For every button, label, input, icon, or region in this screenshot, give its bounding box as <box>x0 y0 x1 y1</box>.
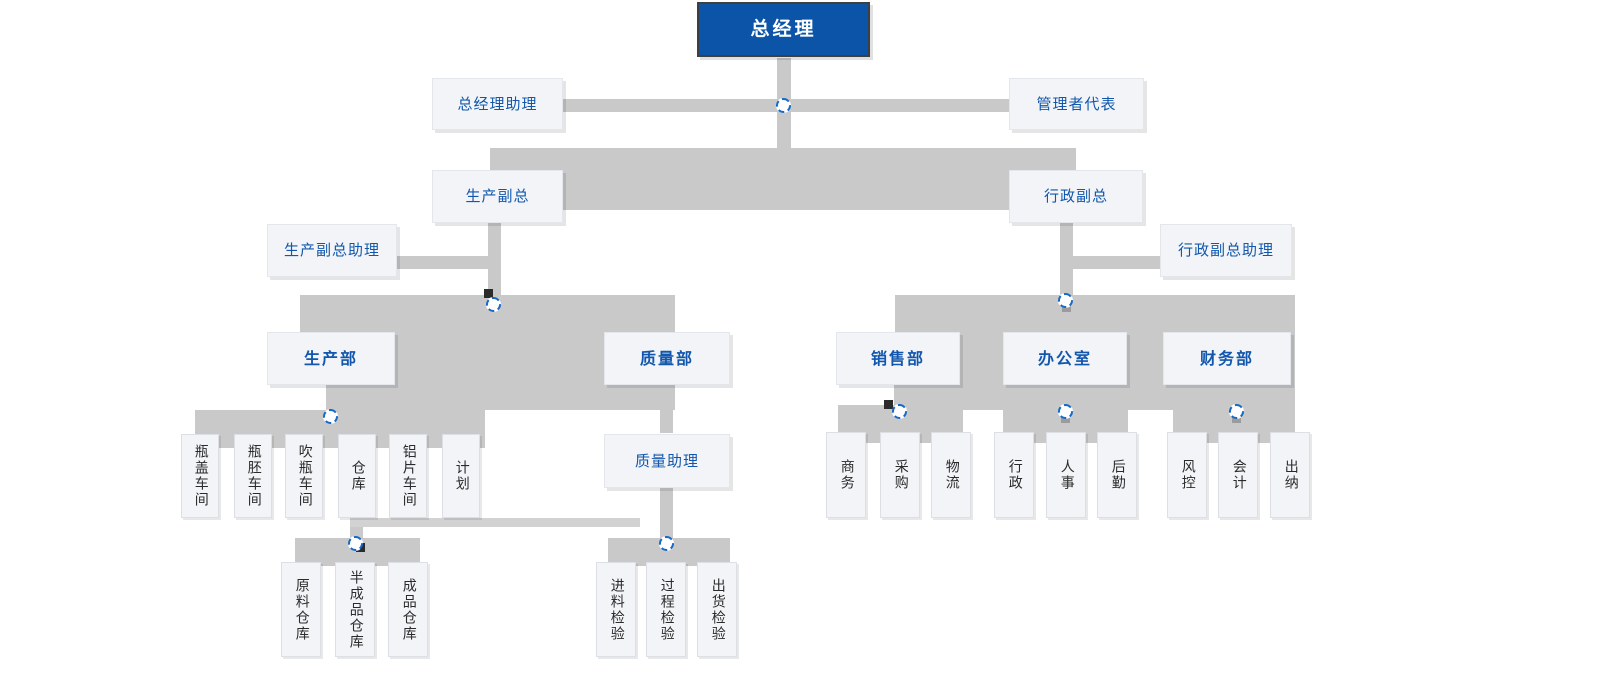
node-management-representative[interactable]: 管理者代表 <box>1009 78 1144 130</box>
node-blow-molding-workshop[interactable]: 吹瓶车间 <box>285 434 323 518</box>
node-production-vp[interactable]: 生产副总 <box>432 170 563 223</box>
connector-mgmt-rep <box>784 99 1012 112</box>
node-production-vp-assistant[interactable]: 生产副总助理 <box>267 224 397 277</box>
connector-handle-finance-bus[interactable] <box>1229 404 1244 419</box>
node-administrative-vp-assistant[interactable]: 行政副总助理 <box>1160 224 1292 277</box>
node-semifinished-warehouse[interactable]: 半成品仓库 <box>335 562 375 657</box>
node-process-inspection[interactable]: 过程检验 <box>646 562 686 657</box>
node-office-department[interactable]: 办公室 <box>1003 332 1127 385</box>
node-quality-department[interactable]: 质量部 <box>604 332 730 385</box>
node-finance-department[interactable]: 财务部 <box>1163 332 1291 385</box>
node-raw-material-warehouse[interactable]: 原料仓库 <box>281 562 321 657</box>
connector-prodvp-assistant <box>396 256 496 269</box>
connector-handle-admin-bus[interactable] <box>1058 293 1073 308</box>
node-administration[interactable]: 行政 <box>994 432 1034 518</box>
node-business[interactable]: 商务 <box>826 432 866 518</box>
node-logistics[interactable]: 物流 <box>931 432 971 518</box>
connector-qualitydept-stem <box>660 385 673 433</box>
connector-adminvp-assistant <box>1068 256 1168 269</box>
node-human-resources[interactable]: 人事 <box>1046 432 1086 518</box>
node-risk-control[interactable]: 风控 <box>1167 432 1207 518</box>
connector-handle-inspection-bus[interactable] <box>659 536 674 551</box>
node-cap-workshop[interactable]: 瓶盖车间 <box>181 434 219 518</box>
node-planning[interactable]: 计划 <box>442 434 480 518</box>
connector-warehouse-cross <box>350 518 640 527</box>
node-administrative-vp[interactable]: 行政副总 <box>1009 170 1143 223</box>
connector-handle-production-bus[interactable] <box>486 297 501 312</box>
connector-handle-root[interactable] <box>776 98 791 113</box>
node-incoming-inspection[interactable]: 进料检验 <box>596 562 636 657</box>
connector-quality-stem <box>660 488 673 543</box>
node-preform-workshop[interactable]: 瓶胚车间 <box>234 434 272 518</box>
node-outgoing-inspection[interactable]: 出货检验 <box>697 562 737 657</box>
connector-root-to-vp-stem <box>777 108 791 153</box>
connector-handle-workshop-bus[interactable] <box>323 409 338 424</box>
connector-vp-bus <box>490 148 1076 210</box>
connector-handle-warehouse-bus[interactable] <box>348 536 363 551</box>
connector-adminvp-stem <box>1060 223 1073 305</box>
node-quality-assistant[interactable]: 质量助理 <box>604 434 730 488</box>
node-aluminum-sheet-workshop[interactable]: 铝片车间 <box>389 434 427 518</box>
connector-proddept-stem <box>326 385 339 415</box>
connector-handle-office-bus[interactable] <box>1058 404 1073 419</box>
node-procurement[interactable]: 采购 <box>880 432 920 518</box>
node-sales-department[interactable]: 销售部 <box>836 332 960 385</box>
connector-handle-square-sales[interactable] <box>884 400 893 409</box>
connector-handle-sales-bus[interactable] <box>892 404 907 419</box>
node-finished-goods-warehouse[interactable]: 成品仓库 <box>388 562 428 657</box>
node-gm-assistant[interactable]: 总经理助理 <box>432 78 563 130</box>
node-logistic-support[interactable]: 后勤 <box>1097 432 1137 518</box>
node-warehouse[interactable]: 仓库 <box>338 434 376 518</box>
connector-handle-square-production[interactable] <box>484 289 493 298</box>
node-production-department[interactable]: 生产部 <box>267 332 395 385</box>
node-accounting[interactable]: 会计 <box>1218 432 1258 518</box>
node-general-manager[interactable]: 总经理 <box>697 2 870 57</box>
node-cashier[interactable]: 出纳 <box>1270 432 1310 518</box>
connector-root-stem <box>777 58 791 108</box>
connector-gm-assistant <box>560 99 790 112</box>
